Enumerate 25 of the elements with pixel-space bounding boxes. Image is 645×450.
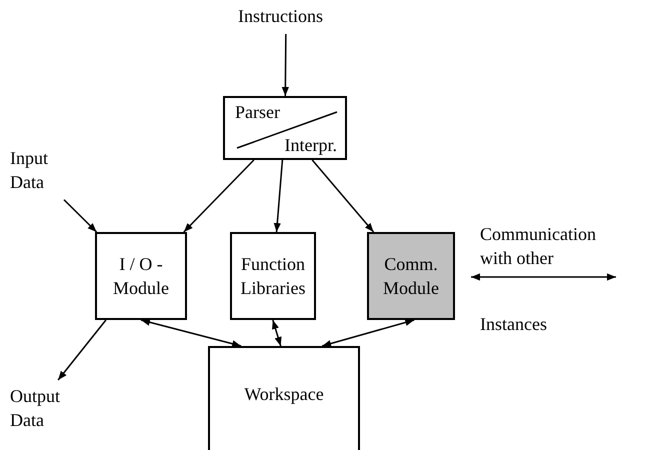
text-label: Input Data — [10, 148, 48, 192]
workspace-box — [208, 346, 360, 450]
box-text: I / O - Module — [112, 252, 170, 300]
arrow — [58, 320, 107, 380]
text-label: Output Data — [10, 386, 60, 430]
module-box — [367, 232, 455, 320]
arrow — [63, 199, 98, 233]
text-label: Instances — [480, 313, 548, 336]
arrow — [274, 160, 284, 232]
module-box — [95, 232, 187, 320]
arrow — [183, 159, 254, 233]
box-text: Parser — [235, 101, 280, 124]
text-label: Instructions — [238, 6, 323, 26]
arrow — [471, 273, 616, 281]
arrow — [140, 318, 242, 348]
arrow — [322, 318, 414, 348]
box-text: Function Libraries — [240, 252, 306, 300]
box-text: Comm. Module — [382, 252, 440, 300]
module-box — [230, 232, 316, 320]
box-text: Workspace — [244, 383, 324, 406]
box-text: Interpr. — [284, 134, 337, 157]
arrow — [272, 320, 282, 346]
arrow — [312, 160, 374, 232]
arrow — [282, 34, 289, 96]
text-label: Communication with other — [480, 223, 597, 270]
